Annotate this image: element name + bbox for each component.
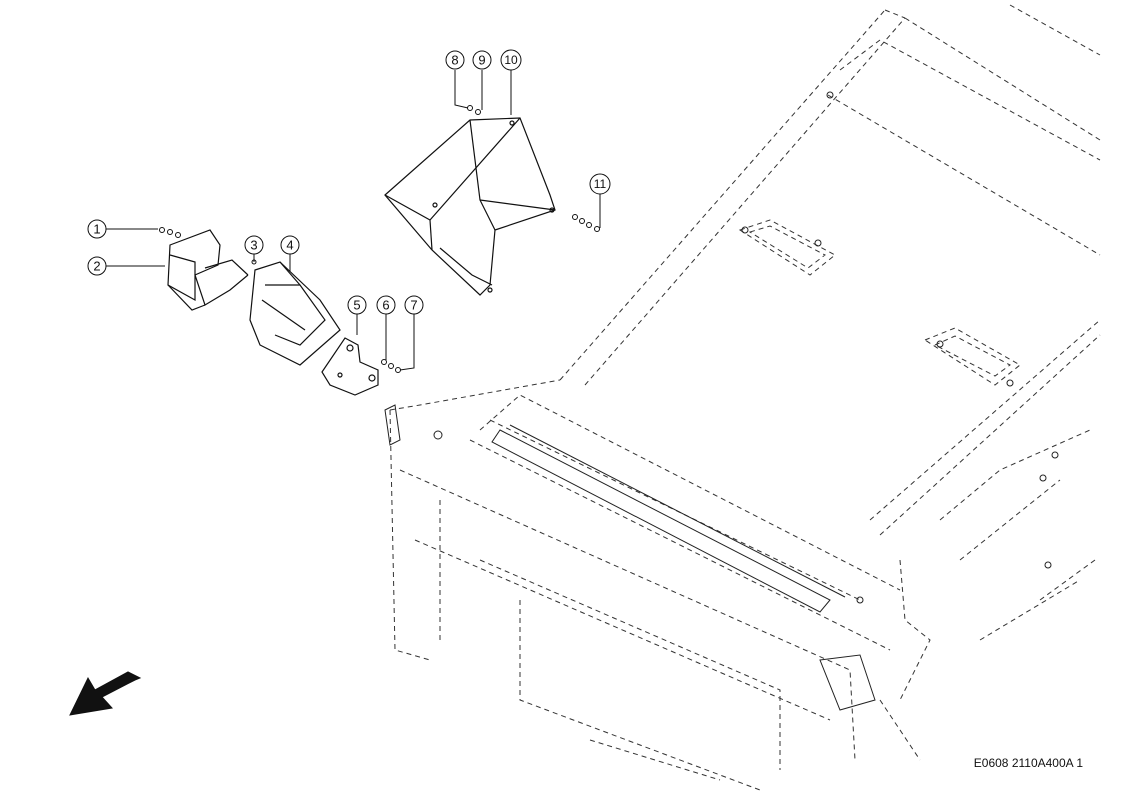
callout-1: 1: [93, 222, 100, 237]
machine-body: [389, 4, 1101, 791]
fasteners: [159, 105, 600, 373]
part-bracket-5: [321, 337, 379, 396]
part-shield-2: [167, 229, 249, 311]
callout-2: 2: [93, 259, 100, 274]
drawing-code: E0608 2110A400A 1: [973, 756, 1083, 770]
machine-details: [384, 91, 1059, 711]
callout-11: 11: [594, 177, 607, 191]
callout-10: 10: [504, 53, 518, 67]
leader-lines: [106, 70, 601, 371]
part-guard-10: [384, 117, 556, 296]
part-cover-4: [249, 261, 341, 366]
callout-5: 5: [353, 298, 360, 313]
callout-8: 8: [451, 53, 458, 68]
direction-arrow-icon: [69, 671, 142, 716]
callout-6: 6: [382, 298, 389, 313]
callout-3: 3: [250, 238, 257, 253]
callout-7: 7: [410, 298, 417, 313]
callout-4: 4: [286, 238, 293, 253]
callout-circles: [87, 49, 611, 315]
callout-9: 9: [478, 53, 485, 68]
